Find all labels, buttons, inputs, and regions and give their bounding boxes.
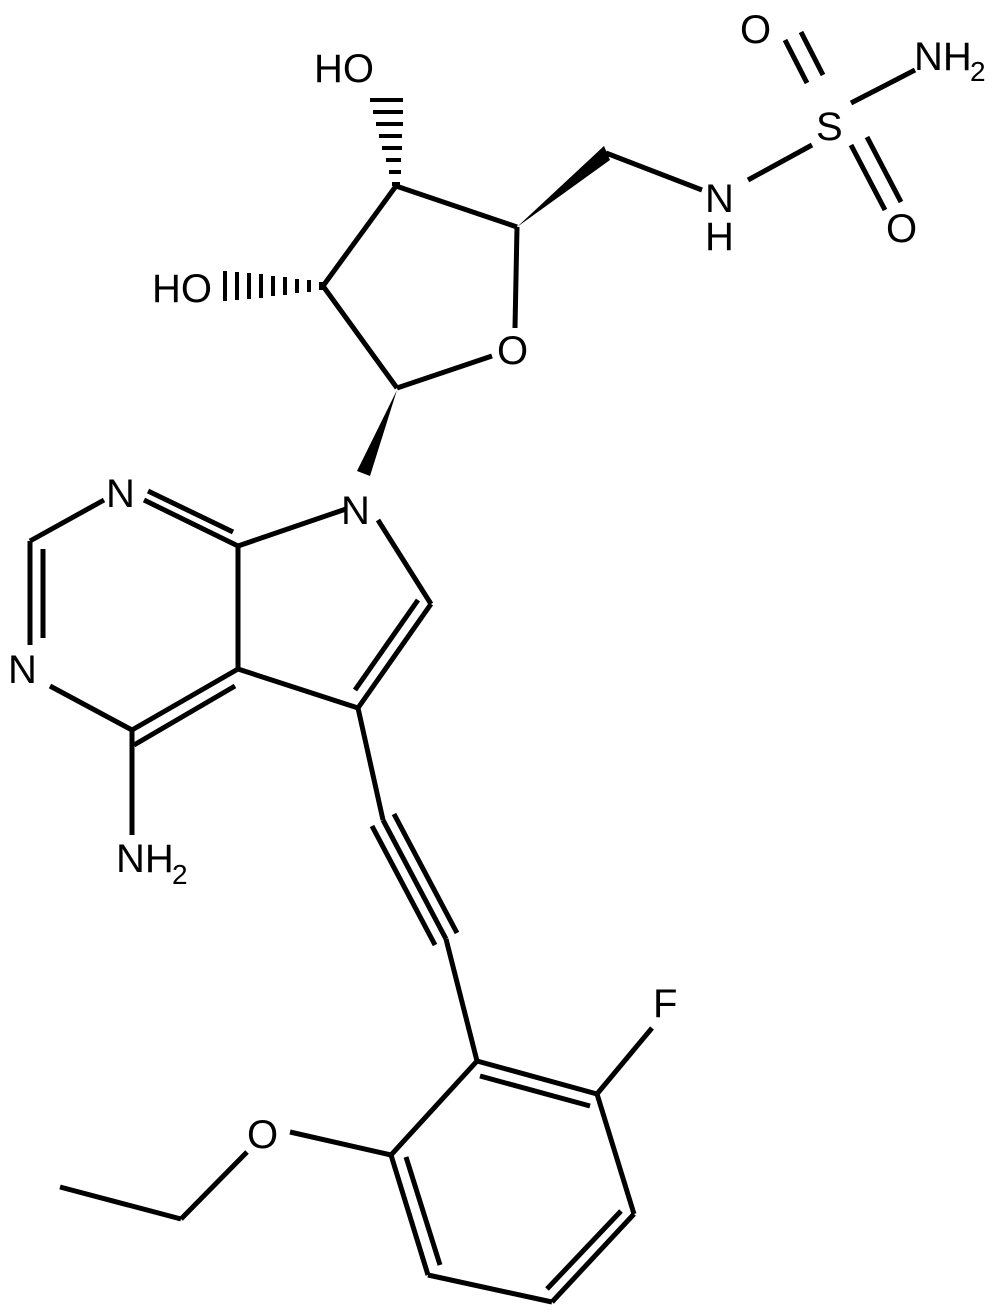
atom-o-ring: O: [497, 329, 528, 373]
phenyl-ring: [59, 1026, 654, 1305]
ribose-ring: [223, 98, 520, 476]
atom-n-pyrrole: N: [341, 489, 370, 533]
alkyne-linker: [355, 707, 480, 1062]
atom-nh2-sulfamide: NH: [914, 35, 972, 79]
atom-labels: HO HO O N H S O O NH 2 N N N NH 2 F O: [8, 8, 986, 1157]
atom-o-s-bottom: O: [886, 207, 917, 251]
hash-bond-c3-oh: [370, 98, 403, 186]
sulfamide-group: [746, 30, 917, 212]
pyrrolopyrimidine-core: [27, 488, 434, 835]
atom-n-pyrimidine-left: N: [8, 648, 37, 692]
atom-nh2-sulfamide-sub: 2: [970, 56, 986, 87]
atom-o-ether: O: [247, 1113, 278, 1157]
wedge-bond-c4-ch2: [517, 146, 610, 227]
atom-nh2-amine-sub: 2: [172, 859, 188, 890]
atom-o-s-top: O: [740, 8, 771, 52]
atom-n-pyrimidine-top: N: [106, 472, 135, 516]
atom-f: F: [653, 982, 677, 1026]
hash-bond-c2-oh: [223, 271, 323, 301]
atom-nh2-amine: NH: [116, 837, 174, 881]
atom-h-amide: H: [705, 215, 734, 259]
atom-n-amide: N: [705, 177, 734, 221]
wedge-bond-c1-n: [357, 390, 397, 476]
ch2-linker: [517, 146, 703, 227]
atom-ho-left: HO: [152, 267, 212, 311]
atom-s: S: [816, 105, 843, 149]
atom-ho-top: HO: [314, 47, 374, 91]
